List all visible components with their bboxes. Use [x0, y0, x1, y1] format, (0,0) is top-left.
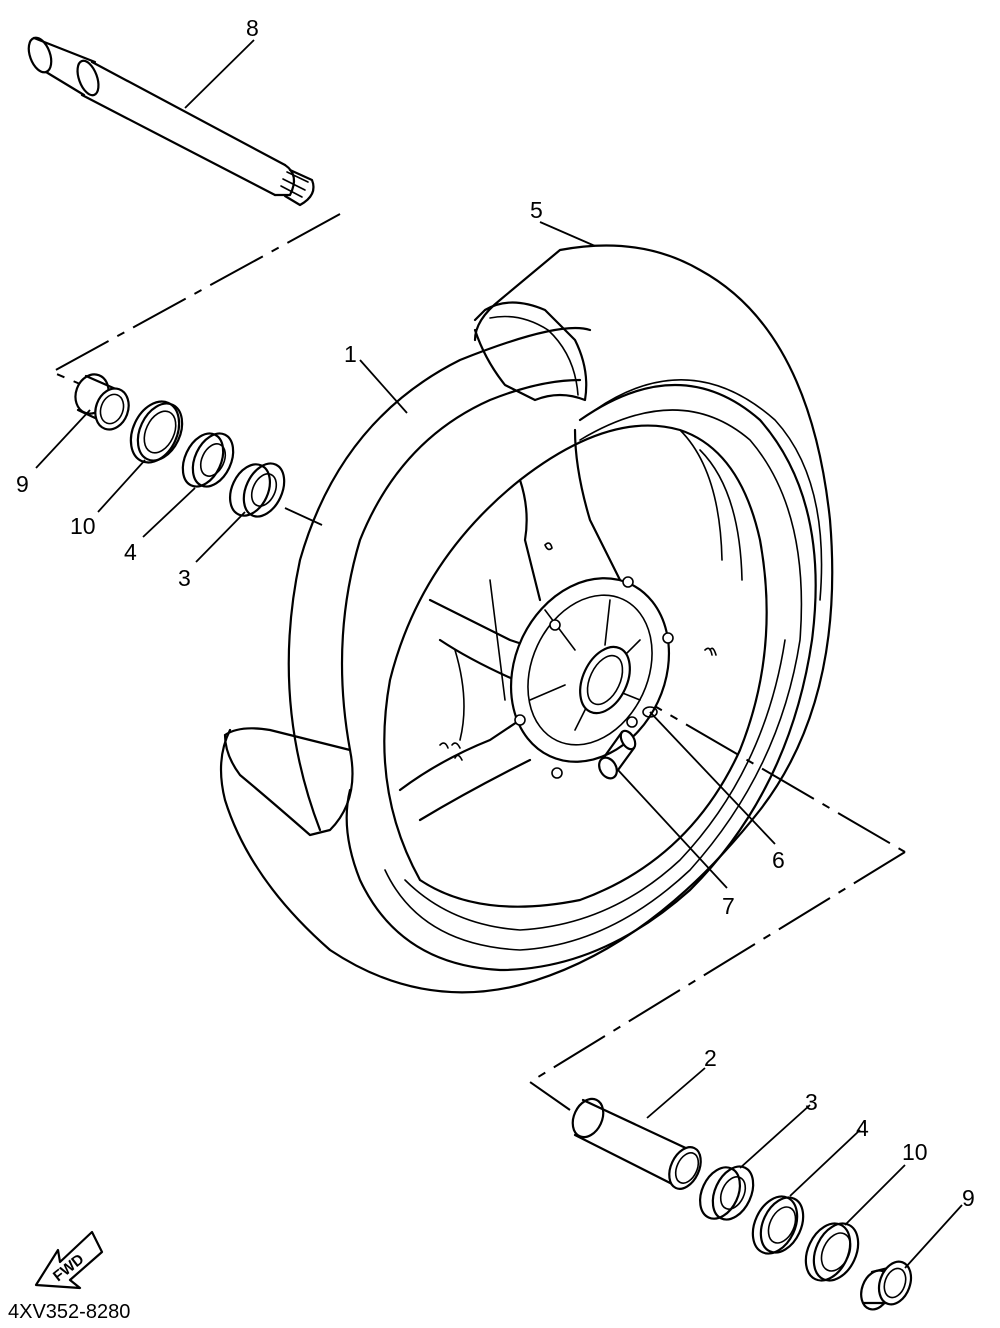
- callout-3-right: 3: [805, 1089, 818, 1115]
- bearing-right-part: [698, 1165, 755, 1221]
- axle-centerline-upper: [49, 213, 341, 385]
- callout-10-right: 10: [902, 1139, 928, 1165]
- callout-9-left: 9: [16, 471, 29, 497]
- oil-seal-right-part: [804, 1222, 860, 1282]
- callout-4-right: 4: [856, 1115, 869, 1141]
- bearing-right-outer-part: [751, 1195, 805, 1255]
- callout-1: 1: [344, 341, 357, 367]
- balance-weight-part: [642, 706, 658, 718]
- wheel-assembly: [219, 244, 834, 994]
- spoke-left: [428, 598, 542, 682]
- callout-5: 5: [530, 197, 543, 223]
- callout-2: 2: [704, 1045, 717, 1071]
- bearing-left-inner-part: [228, 462, 286, 518]
- axle-part: [27, 36, 315, 207]
- spacer-part: [571, 1097, 702, 1190]
- collar-right-part: [860, 1260, 913, 1311]
- callout-8: 8: [246, 15, 259, 41]
- axle-centerline-lower: [528, 851, 906, 1111]
- tire-part: [219, 244, 834, 994]
- spoke-bottom: [398, 718, 532, 822]
- spoke-top: [518, 428, 622, 602]
- callout-4-left: 4: [124, 539, 137, 565]
- collar-left-part: [74, 373, 130, 431]
- bearing-left-outer-part: [181, 432, 235, 488]
- oil-seal-left-part: [129, 400, 184, 464]
- fwd-arrow-icon: FWD: [34, 1230, 104, 1290]
- drawing-code: 4XV352-8280: [8, 1301, 130, 1323]
- callout-9-right: 9: [962, 1185, 975, 1211]
- axle-centerline-hub: [609, 679, 906, 853]
- valve-part: [598, 729, 637, 780]
- callout-6: 6: [772, 847, 785, 873]
- hub: [509, 576, 674, 779]
- leader-lines: [35, 39, 963, 1269]
- callout-7: 7: [722, 893, 735, 919]
- callout-10-left: 10: [70, 513, 96, 539]
- callout-3-left: 3: [178, 565, 191, 591]
